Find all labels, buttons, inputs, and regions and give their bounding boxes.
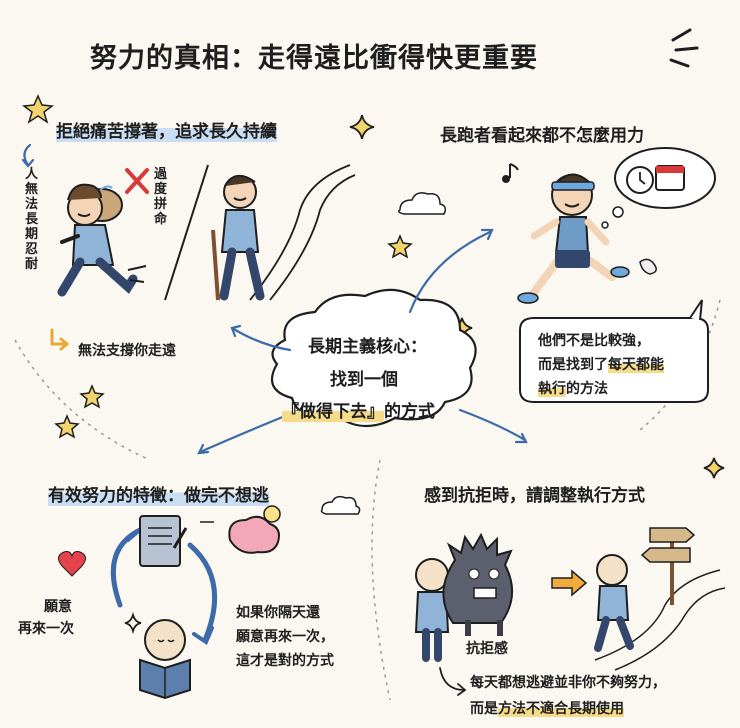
- title-accent-icon: [669, 28, 699, 68]
- person-illustration: [414, 558, 450, 662]
- struggling-person-illustration: [57, 183, 147, 297]
- heart-icon: [58, 551, 86, 577]
- bottom-line-1: 每天都想逃避並非你不夠努力，: [470, 675, 666, 691]
- note-willing: 願意: [44, 599, 72, 615]
- dotted-path: [14, 299, 721, 701]
- vertical-note-endure: 人無法長期忍耐: [24, 167, 38, 272]
- brain-lightbulb-icon: [200, 505, 281, 554]
- note-cannot-sustain: 無法支撐你走遠: [78, 343, 176, 359]
- bottom-line-2: 而是方法不適合長期使用: [470, 701, 624, 717]
- note-right-1: 如果你隔天還: [236, 605, 320, 621]
- section-heading-sustain: 拒絕痛苦撐著，追求長久持續: [56, 117, 277, 142]
- monster-icon: [442, 532, 514, 636]
- note-right-2: 願意再來一次，: [236, 629, 334, 645]
- section-heading-effective: 有效努力的特徵：做完不想逃: [48, 481, 269, 506]
- notebook-icon: [139, 515, 188, 567]
- bubble-line-3: 執行的方法: [538, 381, 608, 397]
- section-heading-adjust: 感到抗拒時，請調整執行方式: [424, 486, 645, 506]
- note-right-3: 這才是對的方式: [236, 653, 334, 669]
- signpost-icon: [640, 527, 696, 605]
- page-title: 努力的真相：走得遠比衝得快更重要: [90, 43, 538, 74]
- hook-arrow-icon: [50, 328, 70, 351]
- divider-line: [164, 164, 209, 301]
- note-overwork: 過度拼命: [153, 167, 167, 227]
- note-again: 再來一次: [18, 621, 74, 637]
- runner-illustration: [517, 173, 657, 304]
- cloud-icon: [320, 192, 447, 515]
- monster-label: 抗拒感: [466, 641, 508, 657]
- center-core-line-3: 『做得下去』的方式: [282, 402, 435, 422]
- music-note-icon: [502, 163, 519, 183]
- relaxed-walker-illustration: [211, 164, 356, 301]
- orange-arrow-icon: [551, 569, 588, 597]
- thought-bubble-icon: [601, 147, 716, 229]
- curved-arrow-icon: [439, 667, 467, 696]
- section-heading-runners: 長跑者看起來都不怎麼用力: [440, 126, 644, 146]
- star-icon: [22, 94, 413, 439]
- center-core-heading: 長期主義核心：: [308, 337, 427, 357]
- bubble-line-1: 他們不是比較強，: [538, 333, 650, 349]
- center-cloud-shape: [270, 288, 477, 428]
- center-core-line-2: 找到一個: [330, 370, 398, 390]
- red-x-icon: [125, 168, 149, 194]
- bubble-line-2: 而是找到了每天都能: [538, 357, 664, 373]
- reader-illustration: [139, 619, 191, 700]
- walking-person-illustration: [594, 554, 726, 671]
